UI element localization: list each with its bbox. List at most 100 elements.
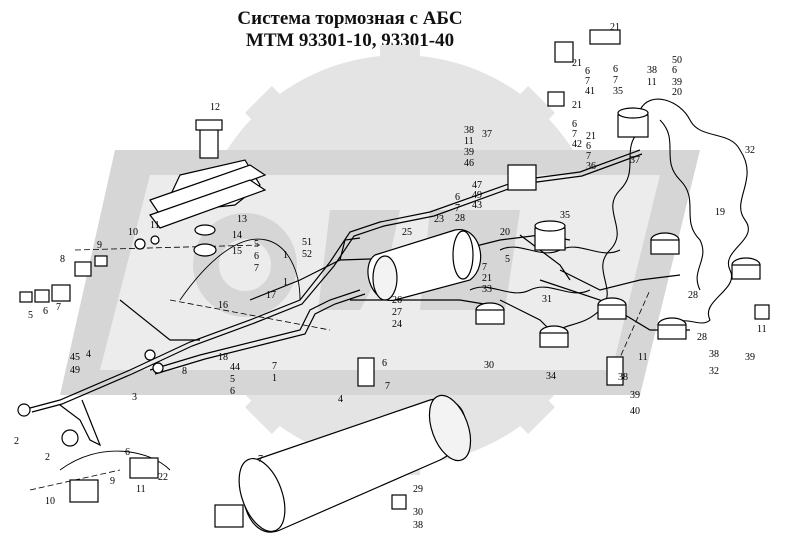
callout: 19 xyxy=(715,207,725,218)
callout: 7 xyxy=(385,381,390,392)
callout: 38 xyxy=(464,125,474,136)
callout: 9 xyxy=(110,476,115,487)
callout: 38 xyxy=(618,372,628,383)
valve-20-top xyxy=(617,107,649,138)
callout: 28 xyxy=(455,213,465,224)
callout: 13 xyxy=(237,214,247,225)
callout: 38 xyxy=(413,520,423,531)
callout: 28 xyxy=(697,332,707,343)
callout: 14 xyxy=(232,230,242,241)
fittings xyxy=(17,29,770,528)
callout: 11 xyxy=(757,324,767,335)
callout: 50 xyxy=(672,55,682,66)
callout: 30 xyxy=(413,507,423,518)
callout: 49 xyxy=(70,365,80,376)
callout: 6 xyxy=(672,65,677,76)
callout: 39 xyxy=(464,147,474,158)
regulator-23 xyxy=(507,164,537,191)
callout: 7 xyxy=(482,262,487,273)
callout: 7 xyxy=(254,263,259,274)
callout: 11 xyxy=(464,136,474,147)
callout: 4 xyxy=(86,349,91,360)
callout: 21 xyxy=(572,100,582,111)
callout: 38 xyxy=(647,65,657,76)
callout: 22 xyxy=(158,472,168,483)
callout: 4 xyxy=(338,394,343,405)
callout: 6 xyxy=(613,64,618,75)
callout: 6 xyxy=(230,386,235,397)
callout: 32 xyxy=(745,145,755,156)
callout: 5 xyxy=(505,254,510,265)
callout: 37 xyxy=(482,129,492,140)
callout: 20 xyxy=(500,227,510,238)
callout: 46 xyxy=(464,158,474,169)
callout: 42 xyxy=(572,139,582,150)
callout: 29 xyxy=(413,484,423,495)
callout: 40 xyxy=(630,406,640,417)
callout: 44 xyxy=(230,362,240,373)
callout: 18 xyxy=(218,352,228,363)
callout: 11 xyxy=(647,77,657,88)
callout: 7 xyxy=(572,129,577,140)
valve-20 xyxy=(534,220,566,251)
callout: 15 xyxy=(232,246,242,257)
callout: 31 xyxy=(542,294,552,305)
callout: 47 xyxy=(472,180,482,191)
callout: 6 xyxy=(585,66,590,77)
callout: 7 xyxy=(586,151,591,162)
callout: 28 xyxy=(688,290,698,301)
callout: 1 xyxy=(272,373,277,384)
callout: 6 xyxy=(254,251,259,262)
callout: 8 xyxy=(60,254,65,265)
callout: 41 xyxy=(585,86,595,97)
callout: 36 xyxy=(586,161,596,172)
callout: 34 xyxy=(546,371,556,382)
callout: 3 xyxy=(132,392,137,403)
callout: 6 xyxy=(382,358,387,369)
callout: 5 xyxy=(28,310,33,321)
callout: 7 xyxy=(613,75,618,86)
callout: 6 xyxy=(125,447,130,458)
callout: 30 xyxy=(484,360,494,371)
callout: 38 xyxy=(709,349,719,360)
callout: 7 xyxy=(258,454,263,465)
abs-modulator xyxy=(475,232,761,348)
callout: 5 xyxy=(230,374,235,385)
callout: 39 xyxy=(745,352,755,363)
callout: 35 xyxy=(560,210,570,221)
callout: 2 xyxy=(45,452,50,463)
callout: 17 xyxy=(266,290,276,301)
callout: 20 xyxy=(672,87,682,98)
callout: 5 xyxy=(254,239,259,250)
callout: 9 xyxy=(97,240,102,251)
callout: 7 xyxy=(56,302,61,313)
callout: 51 xyxy=(302,237,312,248)
callout: 35 xyxy=(613,86,623,97)
callout: 21 xyxy=(586,131,596,142)
callout: 11 xyxy=(638,352,648,363)
callout: 26 xyxy=(392,295,402,306)
air-receiver xyxy=(238,394,472,533)
callout: 10 xyxy=(45,496,55,507)
callout: 12 xyxy=(210,102,220,113)
callout: 21 xyxy=(572,58,582,69)
callout: 10 xyxy=(128,227,138,238)
callout: 6 xyxy=(586,141,591,152)
callout: 2 xyxy=(14,436,19,447)
callout: 39 xyxy=(672,77,682,88)
callout: 25 xyxy=(402,227,412,238)
air-dryer-22 xyxy=(367,229,482,301)
brake-components xyxy=(17,29,770,533)
callout: 1 xyxy=(283,250,288,261)
callout: 11 xyxy=(136,484,146,495)
callout: 27 xyxy=(392,307,402,318)
title-line-1: Система тормозная с АБС xyxy=(237,8,463,29)
callout: 45 xyxy=(70,352,80,363)
callout: 52 xyxy=(302,249,312,260)
callout: 21 xyxy=(610,22,620,33)
callout: 21 xyxy=(482,273,492,284)
callout: 39 xyxy=(630,390,640,401)
callout: 6 xyxy=(572,119,577,130)
